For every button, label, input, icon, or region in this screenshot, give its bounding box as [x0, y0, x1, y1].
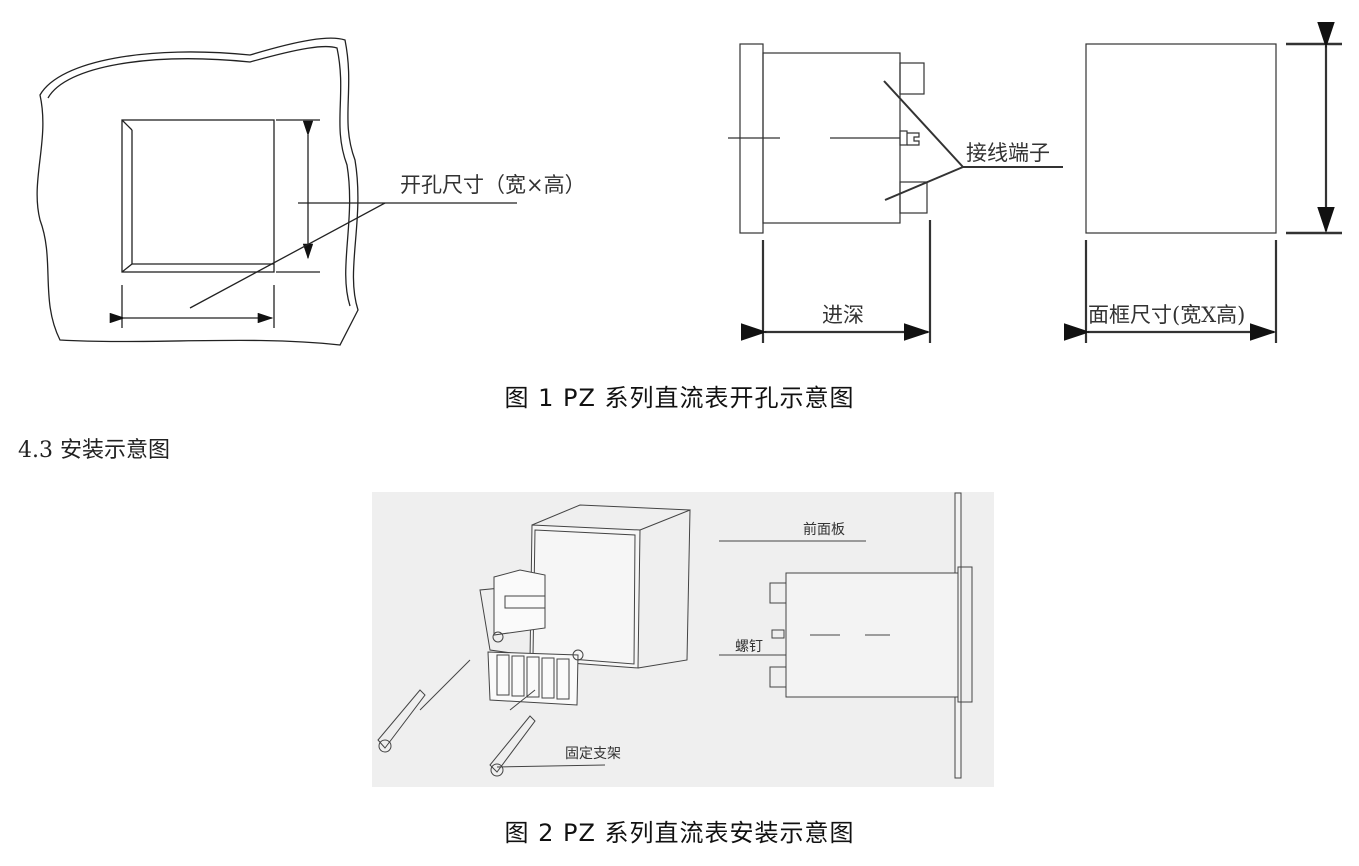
figure-2-caption: 图 2 PZ 系列直流表安装示意图: [504, 819, 855, 847]
installation-diagram: [372, 492, 994, 787]
frame-size-label: 面框尺寸(宽X高): [1088, 303, 1245, 327]
screw-label: 螺钉: [735, 639, 763, 655]
depth-label: 进深: [822, 303, 864, 327]
panel-cutout-diagram: [36, 37, 517, 346]
side-view-diagram: [728, 43, 1063, 343]
bracket-label: 固定支架: [565, 746, 621, 762]
figure-1-caption: 图 1 PZ 系列直流表开孔示意图: [504, 384, 855, 412]
terminal-label: 接线端子: [966, 141, 1050, 165]
section-heading: 4.3 安装示意图: [18, 438, 170, 463]
front-frame-diagram: [1063, 21, 1342, 343]
cutout-size-label: 开孔尺寸（宽×高）: [400, 173, 586, 197]
front-panel-label: 前面板: [803, 521, 845, 538]
